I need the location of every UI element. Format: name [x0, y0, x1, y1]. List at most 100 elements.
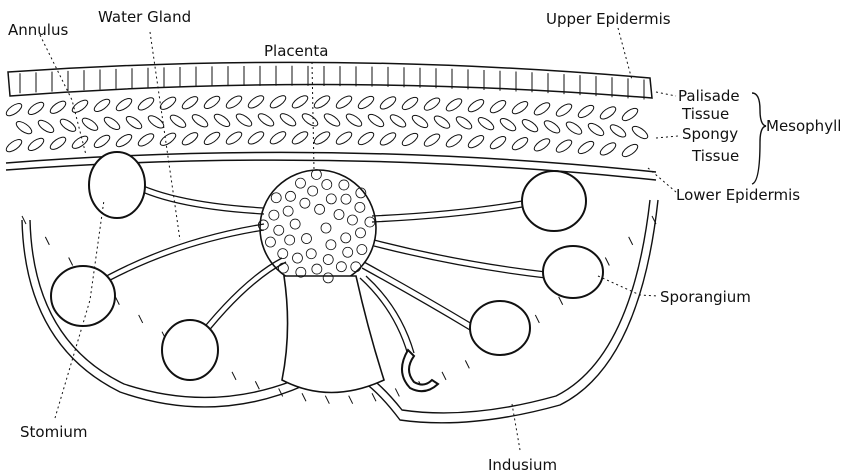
mesophyll-cell	[466, 97, 485, 114]
mesophyll-cell	[180, 94, 199, 111]
mesophyll-cell	[80, 116, 99, 133]
indusium-cell-wall	[232, 372, 236, 380]
mesophyll-cell	[334, 130, 353, 147]
mesophyll-cell	[224, 130, 243, 147]
mesophyll-cell	[454, 114, 473, 131]
label-spongy-1: Spongy	[682, 125, 738, 143]
mesophyll-cell	[234, 112, 253, 129]
label-lower-epidermis: Lower Epidermis	[676, 186, 800, 204]
mesophyll-cell	[70, 98, 89, 115]
label-mesophyll: Mesophyll	[766, 117, 841, 135]
mesophyll-cell	[168, 113, 187, 130]
mesophyll-cell	[48, 135, 67, 152]
mesophyll-cell	[366, 112, 385, 129]
mesophyll-cell	[344, 112, 363, 129]
mesophyll-cell	[202, 130, 221, 147]
mesophyll-cell	[102, 115, 121, 132]
label-spongy-2: Tissue	[691, 147, 739, 165]
mesophyll-cell	[312, 94, 331, 111]
indusium-cell-wall	[255, 381, 259, 389]
mesophyll-cell	[268, 129, 287, 146]
label-annulus: Annulus	[8, 21, 68, 39]
mesophyll-cell	[300, 111, 319, 128]
indusium-cell-wall	[559, 297, 563, 305]
label-stomium: Stomium	[20, 423, 87, 441]
mesophyll-cell	[510, 135, 529, 152]
mesophyll-cell	[246, 93, 265, 110]
mesophyll-cell	[564, 120, 583, 137]
mesophyll-cell	[92, 133, 111, 150]
mesophyll-cell	[334, 94, 353, 111]
mesophyll-cell	[576, 103, 595, 120]
mesophyll-cell	[190, 112, 209, 129]
mesophyll-cell	[586, 121, 605, 138]
indusium-cell-wall	[139, 315, 143, 323]
indusium-cell-wall	[535, 315, 539, 323]
mesophyll-cell	[114, 96, 133, 113]
label-water-gland: Water Gland	[98, 8, 191, 26]
indusium-cell-wall	[395, 388, 399, 396]
mesophyll-cell	[400, 95, 419, 112]
mesophyll-cell	[26, 100, 45, 117]
mesophyll-cell	[124, 114, 143, 131]
mesophyll-cell	[466, 133, 485, 150]
mesophyll-cell	[576, 139, 595, 156]
indusium-cell-wall	[372, 393, 376, 401]
indusium-cell-wall	[302, 393, 306, 401]
label-sporangium: Sporangium	[660, 288, 751, 306]
label-placenta: Placenta	[264, 42, 328, 60]
indusium-cell-wall	[465, 360, 469, 368]
mesophyll-cell	[532, 136, 551, 153]
mesophyll-cell	[620, 142, 639, 159]
label-indusium: Indusium	[488, 456, 557, 471]
mesophyll-cell	[356, 94, 375, 111]
indusium-cell-wall	[442, 372, 446, 380]
mesophyll-cell	[92, 97, 111, 114]
mesophyll-cell	[4, 137, 23, 154]
indusium-cell-wall	[325, 396, 329, 404]
mesophyll-cell	[422, 132, 441, 149]
mesophyll-cell	[256, 111, 275, 128]
mesophyll-cell	[510, 99, 529, 116]
label-upper-epidermis: Upper Epidermis	[546, 10, 671, 28]
label-palisade-2: Tissue	[681, 105, 729, 123]
mesophyll-cell	[158, 95, 177, 112]
mesophyll-cell	[4, 101, 23, 118]
mesophyll-cell	[532, 100, 551, 117]
mesophyll-cell	[630, 124, 649, 141]
indusium-cell-wall	[349, 396, 353, 404]
mesophyll-cell	[520, 117, 539, 134]
mesophyll-cell	[410, 113, 429, 130]
mesophyll-cell	[554, 102, 573, 119]
mesophyll-cell	[444, 132, 463, 149]
mesophyll-cell	[246, 129, 265, 146]
mesophyll-cell	[136, 95, 155, 112]
mesophyll-cell	[476, 115, 495, 132]
mesophyll-cell	[48, 99, 67, 116]
mesophyll-cell	[202, 94, 221, 111]
upper-epidermis	[8, 62, 652, 99]
mesophyll-cell	[70, 134, 89, 151]
placenta-receptacle	[258, 169, 384, 392]
indusium-cell-wall	[69, 258, 73, 266]
mesophyll-cell	[36, 118, 55, 135]
mesophyll-cell	[598, 140, 617, 157]
mesophyll-cell	[356, 130, 375, 147]
mesophyll-cell	[598, 104, 617, 121]
mesophyll-cell	[290, 93, 309, 110]
indusium-cell-wall	[605, 258, 609, 266]
mesophyll-cell	[322, 112, 341, 129]
mesophyll-cell	[224, 94, 243, 111]
label-palisade-1: Palisade	[678, 87, 740, 105]
mesophyll-cell	[136, 131, 155, 148]
mesophyll-cell	[488, 134, 507, 151]
mesophyll-cell	[400, 131, 419, 148]
mesophyll-cell	[422, 96, 441, 113]
mesophyll-cell	[278, 111, 297, 128]
mesophyll-cell	[58, 117, 77, 134]
mesophyll-cell	[378, 94, 397, 111]
indusium-cell-wall	[629, 237, 633, 245]
mesophyll-cell	[432, 114, 451, 131]
mesophyll-cell	[158, 131, 177, 148]
